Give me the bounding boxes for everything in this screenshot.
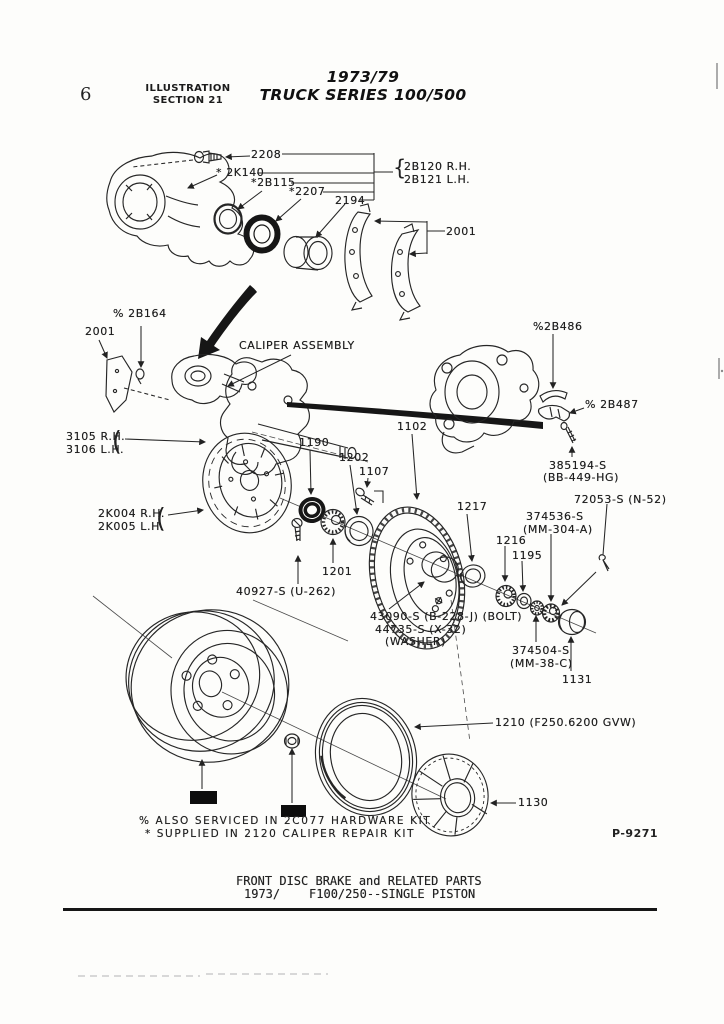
callout-2001-gasket: 2001 bbox=[85, 325, 116, 338]
outer-bearing-cup-drawing bbox=[459, 564, 486, 588]
callout-2b115: *2B115 bbox=[251, 176, 296, 189]
trim-ring-drawing bbox=[314, 697, 418, 817]
callout-washer: (WASHER) bbox=[385, 635, 447, 648]
leader-arrows bbox=[98, 153, 597, 807]
caption-line2: 1973/ F100/250--SINGLE PISTON bbox=[244, 887, 476, 901]
dust-boot-drawing bbox=[213, 203, 243, 235]
big-black-arrow bbox=[198, 285, 257, 359]
caption-rule bbox=[63, 908, 657, 911]
callout-72053: 72053-S (N-52) bbox=[574, 493, 667, 506]
callout-2194: 2194 bbox=[335, 194, 366, 207]
callout-1107: 1107 bbox=[359, 465, 390, 478]
callout-385194: 385194-S bbox=[549, 459, 607, 472]
steering-knuckle-drawing bbox=[219, 357, 357, 476]
callout-3105: 3105 R.H. bbox=[66, 430, 126, 443]
callout-2b120: 2B120 R.H. bbox=[404, 160, 472, 173]
bleeder-screw-drawing bbox=[193, 150, 222, 164]
callout-2207: *2207 bbox=[289, 185, 326, 198]
callout-1201: 1201 bbox=[322, 565, 353, 578]
callout-385194-ref: (BB-449-HG) bbox=[543, 471, 620, 484]
title-line1: 1973/79 bbox=[326, 68, 400, 86]
caliper-assembly-small-drawing bbox=[171, 353, 257, 405]
callout-2k005: 2K005 L.H. bbox=[98, 520, 164, 533]
callout-2208: 2208 bbox=[251, 148, 282, 161]
callout-374504: 374504-S bbox=[512, 644, 570, 657]
callout-44735: 44735-S (X-32) bbox=[375, 623, 467, 636]
callout-374504-ref: (MM-38-C) bbox=[510, 657, 573, 670]
hub-rotor-drawing bbox=[368, 506, 466, 650]
callout-1216: 1216 bbox=[496, 534, 527, 547]
grease-seal-drawing bbox=[298, 496, 326, 524]
footnote-hardware-kit: % ALSO SERVICED IN 2C077 HARDWARE KIT bbox=[139, 815, 432, 827]
hub-cap-drawing bbox=[411, 753, 489, 837]
callout-1102: 1102 bbox=[397, 420, 428, 433]
shield-brace: ( bbox=[156, 503, 166, 534]
spindle-brace: ( bbox=[112, 426, 122, 457]
callout-43090: 43090-S (B-228-J) (BOLT) bbox=[370, 610, 523, 623]
redacted-label-left bbox=[190, 791, 217, 804]
cotter-pin-drawing bbox=[598, 554, 610, 572]
callout-3106: 3106 L.H. bbox=[66, 443, 125, 456]
scan-artifacts bbox=[716, 63, 724, 379]
piston-drawing bbox=[283, 235, 333, 271]
splash-shield-drawing bbox=[202, 432, 292, 534]
caption-line1: FRONT DISC BRAKE and RELATED PARTS bbox=[236, 874, 482, 888]
shield-gasket-drawing bbox=[105, 355, 133, 413]
callout-2b121: 2B121 L.H. bbox=[404, 173, 471, 186]
callout-1190: 1190 bbox=[299, 436, 330, 449]
page-number: 6 bbox=[80, 84, 92, 105]
callout-2b487: % 2B487 bbox=[585, 398, 639, 411]
shoe-brace: { bbox=[393, 156, 407, 180]
callout-1131: 1131 bbox=[562, 673, 593, 686]
redacted-label-right bbox=[281, 805, 306, 817]
wheel-rim-drawing bbox=[125, 609, 290, 763]
key-screw-drawing bbox=[560, 421, 577, 444]
page-title: 1973/79 TRUCK SERIES 100/500 bbox=[256, 68, 470, 104]
inner-bearing-cup-drawing bbox=[344, 515, 374, 547]
brake-pads-drawing bbox=[344, 203, 421, 321]
caliper-assembly-3d-drawing bbox=[429, 345, 540, 454]
callout-1210: 1210 (F250.6200 GVW) bbox=[495, 716, 637, 729]
caliper-key-lower-drawing bbox=[537, 404, 571, 422]
inner-bearing-cone-drawing bbox=[320, 508, 346, 536]
grease-cap-drawing bbox=[557, 608, 587, 636]
section-line2: SECTION 21 bbox=[152, 95, 224, 106]
callout-1195: 1195 bbox=[512, 549, 543, 562]
outer-bearing-cone-drawing bbox=[495, 584, 517, 608]
section-heading: ILLUSTRATION SECTION 21 bbox=[138, 83, 238, 107]
hub-bolt-drawing bbox=[355, 487, 375, 506]
title-line2: TRUCK SERIES 100/500 bbox=[259, 86, 467, 104]
piston-seal-drawing bbox=[243, 214, 281, 254]
callout-374536: 374536-S bbox=[526, 510, 584, 523]
adjusting-nut-drawing bbox=[541, 603, 561, 623]
callout-2b486: %2B486 bbox=[533, 320, 583, 333]
callout-1202: 1202 bbox=[339, 451, 370, 464]
section-line1: ILLUSTRATION bbox=[145, 83, 231, 94]
callout-caliper-assembly: CALIPER ASSEMBLY bbox=[239, 339, 355, 352]
callout-1217: 1217 bbox=[457, 500, 488, 513]
top-callout-bracket-lines bbox=[123, 153, 608, 556]
footnote-repair-kit: * SUPPLIED IN 2120 CALIPER REPAIR KIT bbox=[145, 828, 416, 840]
callout-2001-pads: 2001 bbox=[446, 225, 477, 238]
callout-1130: 1130 bbox=[518, 796, 549, 809]
lug-nut-drawing bbox=[283, 733, 301, 749]
bottom-faint-line bbox=[78, 973, 328, 977]
callout-374536-ref: (MM-304-A) bbox=[523, 523, 593, 536]
callout-2k140: * 2K140 bbox=[216, 166, 265, 179]
callout-2b164: % 2B164 bbox=[113, 307, 167, 320]
caliper-housing-drawing bbox=[106, 151, 255, 267]
caliper-key-upper-drawing bbox=[539, 390, 568, 403]
shield-bolt-drawing bbox=[291, 517, 303, 542]
washer-drawing bbox=[516, 592, 532, 610]
callout-40927: 40927-S (U-262) bbox=[236, 585, 337, 598]
plate-number: P-9271 bbox=[612, 827, 659, 840]
clip-drawing bbox=[135, 368, 145, 385]
callout-2k004: 2K004 R.H. bbox=[98, 507, 166, 520]
